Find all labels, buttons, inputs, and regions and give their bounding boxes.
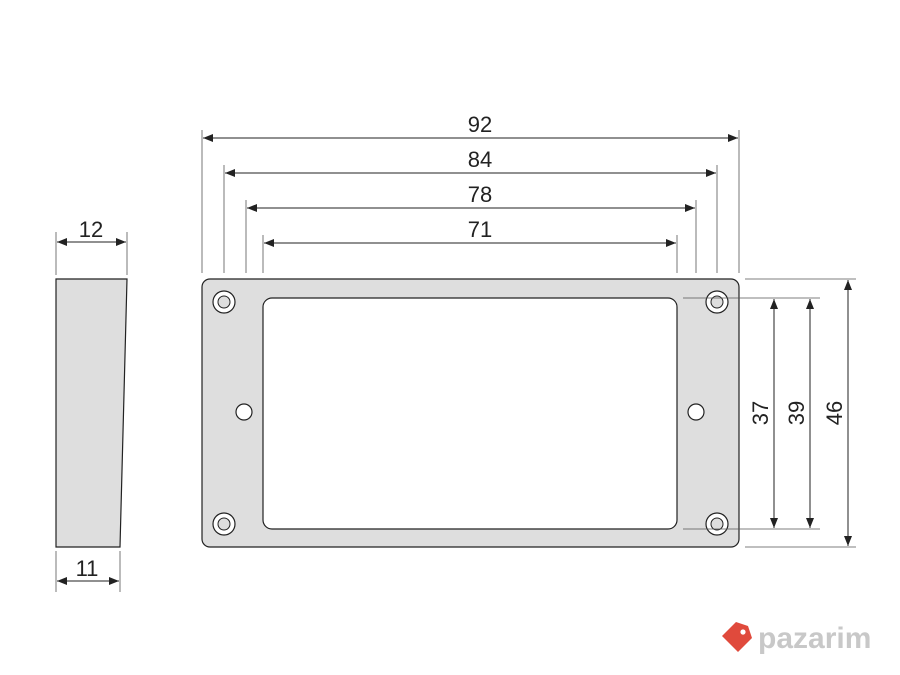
height-holes-dim-label: 39 — [784, 401, 809, 425]
screw-hole-top-left — [212, 290, 236, 314]
side-profile-shape — [55, 278, 128, 548]
ring-inner-opening — [262, 297, 678, 530]
side-view: 12 11 — [55, 217, 128, 592]
screw-hole-top-right — [705, 290, 729, 314]
screw-hole-bottom-right — [705, 512, 729, 536]
side-top-dim-label: 12 — [79, 217, 103, 242]
width-inner-dim-label: 71 — [468, 217, 492, 242]
height-inner-dim-label: 37 — [748, 401, 773, 425]
tag-icon — [722, 622, 752, 652]
height-outer-dim-label: 46 — [822, 401, 847, 425]
width-inner-outer-dim-label: 78 — [468, 182, 492, 207]
width-outer-dim-label: 92 — [468, 112, 492, 137]
screw-hole-bottom-left — [212, 512, 236, 536]
mount-hole-left — [235, 403, 253, 421]
width-holes-dim-label: 84 — [468, 147, 492, 172]
front-view: 92 84 78 71 37 39 46 — [201, 112, 856, 548]
watermark: pazarim — [722, 622, 871, 655]
side-bottom-dim-label: 11 — [76, 556, 99, 581]
watermark-text: pazarim — [758, 622, 871, 655]
mount-hole-right — [687, 403, 705, 421]
